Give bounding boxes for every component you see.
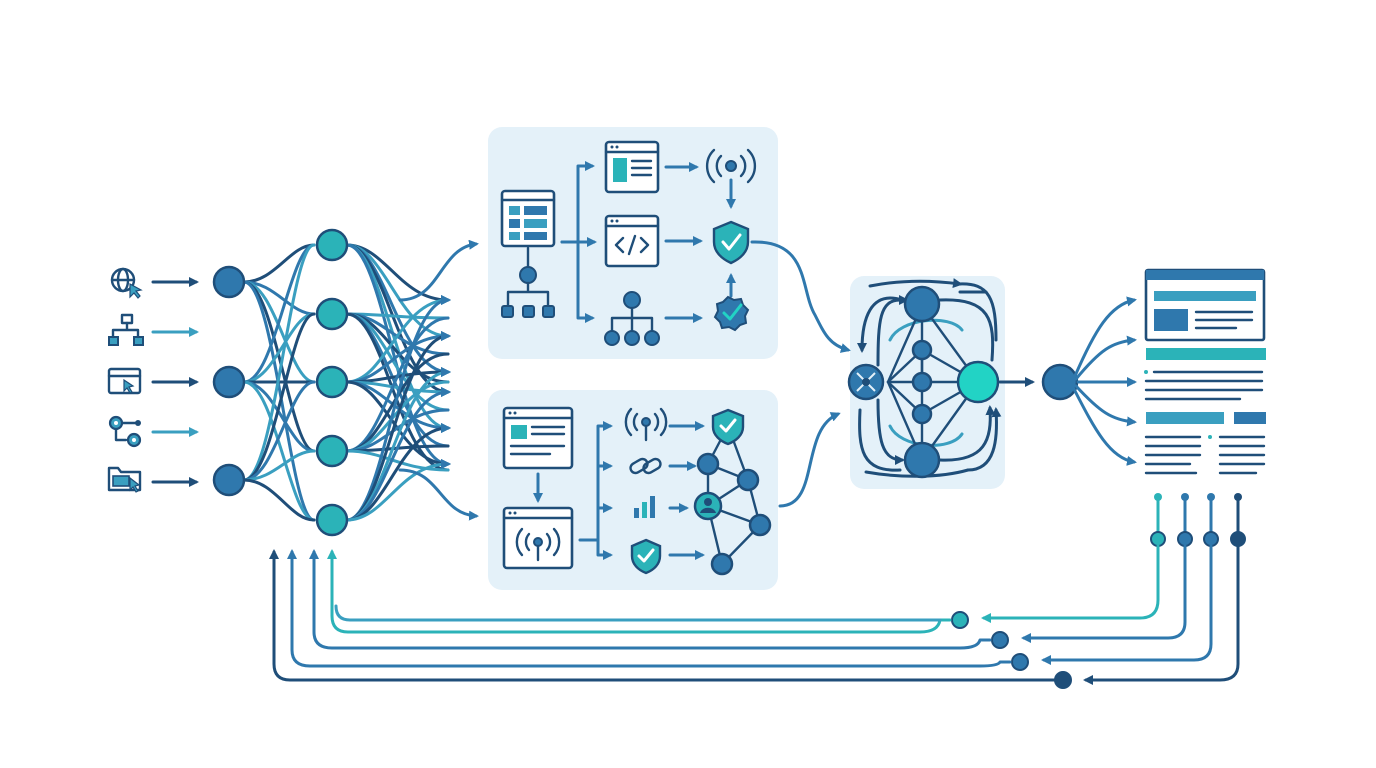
broadcast-icon <box>705 148 757 184</box>
code-window-icon <box>604 214 660 268</box>
input-node-2 <box>212 365 246 399</box>
layer-edge <box>242 380 316 453</box>
link-icon <box>629 457 662 475</box>
shield-check-icon <box>712 220 750 265</box>
webpage-icon <box>604 140 660 194</box>
layer-edge <box>242 243 316 384</box>
globe-cursor-icon <box>110 267 143 299</box>
badge-check-icon <box>713 295 750 332</box>
article-window-icon <box>502 406 574 470</box>
bundle-to-upper-module <box>398 239 479 302</box>
layer-edge <box>242 380 316 482</box>
bar-chart-icon <box>634 496 655 518</box>
lower-branch-top <box>578 421 613 542</box>
fan-edge <box>345 459 451 522</box>
shield-check-icon <box>630 538 662 575</box>
flowchart-icon <box>108 313 144 346</box>
layer2-fan-edges <box>345 243 451 522</box>
fan-edge <box>345 380 451 469</box>
hidden-node-2 <box>315 297 349 331</box>
fan-edge <box>345 449 450 472</box>
fan-edge <box>345 295 451 384</box>
browser-cursor-icon <box>107 367 142 395</box>
aggregator-node <box>1041 363 1079 401</box>
bundle-to-lower-module <box>398 468 479 521</box>
lower-graph-network <box>693 408 772 576</box>
lower-module-to-core <box>778 412 841 508</box>
layer-edge <box>242 380 316 522</box>
layer-edge <box>242 478 316 522</box>
signal-icon <box>624 407 668 442</box>
fan-edge <box>345 423 451 522</box>
input-node-3 <box>212 463 246 497</box>
folder-monitor-icon <box>107 466 142 493</box>
hidden-node-4 <box>315 434 349 468</box>
fan-edge <box>345 243 451 469</box>
report-header-icon <box>1144 268 1266 342</box>
hierarchy-icon <box>501 246 555 318</box>
output-fan-edges <box>1072 296 1137 466</box>
upper-module-to-core <box>750 240 851 353</box>
layer-edge <box>242 312 316 482</box>
core-output-node <box>956 360 1000 404</box>
layer-edge <box>242 280 316 453</box>
hidden-node-1 <box>315 228 349 262</box>
hidden-node-5 <box>315 503 349 537</box>
hidden-node-3 <box>315 365 349 399</box>
layer1-to-layer2-edges <box>242 243 316 522</box>
feedback-loops <box>269 493 1246 689</box>
layer-edge <box>242 243 316 482</box>
org-chart-icon <box>604 291 660 346</box>
layer-edge <box>242 280 316 316</box>
input-node-1 <box>212 265 246 299</box>
layer-edge <box>242 243 316 284</box>
upper-branch-bottom <box>576 240 595 323</box>
fan-edge <box>345 312 450 472</box>
layer-edge <box>242 449 316 482</box>
report-lines-icon <box>1144 348 1266 475</box>
input-layer-nodes <box>212 265 246 497</box>
dashboard-icon <box>500 189 556 248</box>
broadcast-window-icon <box>502 506 574 570</box>
layer-edge <box>242 312 316 384</box>
neural-core <box>847 278 1002 479</box>
lower-branch-4 <box>596 538 613 560</box>
gears-icon <box>108 415 142 448</box>
hidden-layer-nodes <box>315 228 349 537</box>
